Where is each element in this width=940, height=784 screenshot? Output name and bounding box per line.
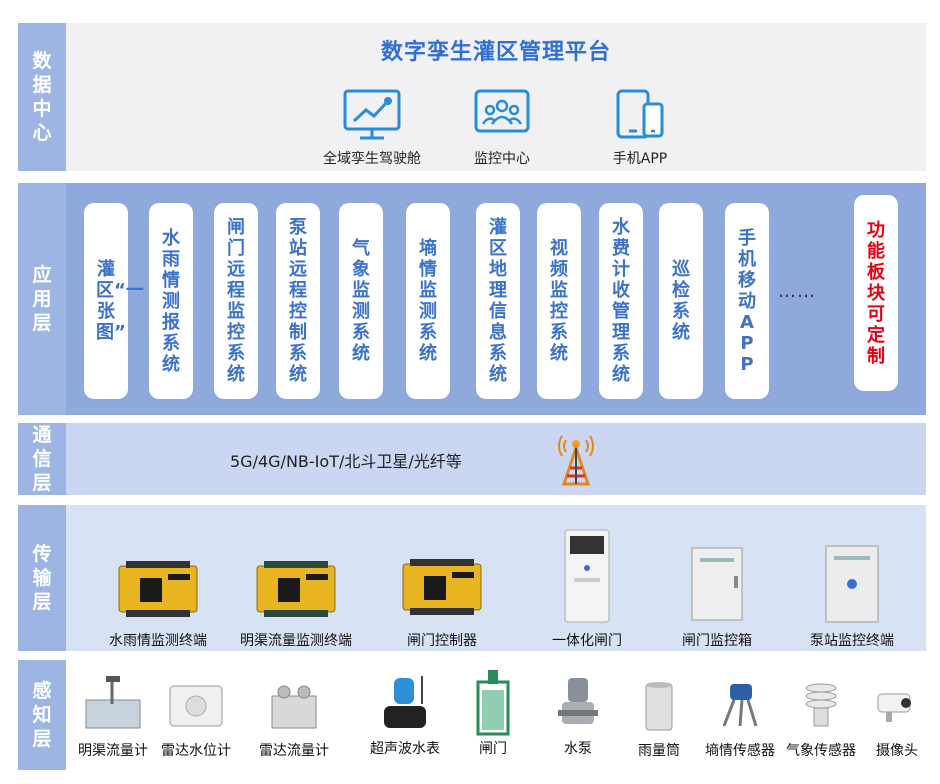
app-card-label: 闸门远程监控系统: [227, 217, 245, 385]
communication-panel: [66, 423, 926, 495]
app-card-label: 巡检系统: [672, 259, 690, 343]
device-gate-controller[interactable]: 闸门控制器: [402, 558, 482, 649]
terminal-unit-icon: [118, 561, 198, 617]
weather-sensor-icon: [805, 683, 837, 727]
sensor-label: 摄像头: [876, 743, 918, 759]
layer-label-text: 传输层: [32, 543, 52, 613]
sluice-gate-icon: [476, 670, 510, 736]
app-card-label: 水雨情测报系统: [162, 227, 180, 375]
monitor-chart-icon: [343, 89, 401, 140]
signal-tower-icon: [558, 435, 594, 486]
communication-text: 5G/4G/NB-IoT/北斗卫星/光纤等: [230, 452, 462, 471]
monitor-box-icon: [825, 545, 879, 623]
sensor-weather[interactable]: 气象传感器: [786, 682, 856, 759]
app-card-label: 水费计收管理系统: [612, 217, 630, 385]
dc-item-label: 监控中心: [474, 151, 530, 167]
app-card-label: 泵站远程控制系统: [289, 217, 307, 385]
device-channel-flow-terminal[interactable]: 明渠流量监测终端: [240, 560, 352, 649]
terminal-unit-icon: [256, 561, 336, 617]
app-card-video[interactable]: 视频监控系统: [537, 203, 581, 399]
layer-label-text: 数据中心: [32, 50, 52, 144]
sensor-label: 气象传感器: [786, 743, 856, 759]
transmission-panel: [66, 505, 926, 651]
device-label: 明渠流量监测终端: [240, 633, 352, 649]
layer-label-text: 通信层: [32, 424, 52, 494]
layer-label-text: 应用层: [32, 264, 52, 334]
water-pump-icon: [558, 678, 598, 724]
sensor-channel-flowmeter[interactable]: 明渠流量计: [78, 674, 148, 759]
app-ellipsis: ……: [778, 281, 816, 302]
dc-item-cockpit[interactable]: 全域孪生驾驶舱: [302, 88, 442, 168]
device-label: 闸门控制器: [407, 633, 477, 649]
sensor-gate[interactable]: 闸门: [476, 668, 510, 757]
app-card-label: 墒情监测系统: [419, 238, 437, 364]
layer-label-communication: 通信层: [18, 423, 66, 495]
device-gate-monitor-box[interactable]: 闸门监控箱: [682, 546, 752, 649]
app-card-irrigation-map[interactable]: 灌区“一张图”: [84, 203, 144, 399]
radar-level-meter-icon: [169, 685, 223, 727]
sensor-rain-gauge[interactable]: 雨量筒: [638, 680, 680, 759]
sensor-label: 雨量筒: [638, 743, 680, 759]
sensor-label: 超声波水表: [370, 741, 440, 757]
sensor-soil-moisture[interactable]: 墒情传感器: [705, 680, 775, 759]
dc-item-label: 全域孪生驾驶舱: [323, 151, 421, 167]
sensor-camera[interactable]: 摄像头: [874, 686, 920, 759]
sensor-radar-level[interactable]: 雷达水位计: [161, 684, 231, 759]
device-hydrology-terminal[interactable]: 水雨情监测终端: [109, 560, 207, 649]
radar-flowmeter-icon: [271, 685, 317, 729]
channel-flowmeter-icon: [85, 676, 141, 729]
sensor-radar-flowmeter[interactable]: 雷达流量计: [259, 682, 329, 759]
platform-title: 数字孪生灌区管理平台: [380, 40, 611, 65]
app-card-gate-monitor[interactable]: 闸门远程监控系统: [214, 203, 258, 399]
device-label: 一体化闸门: [552, 633, 622, 649]
people-monitor-icon: [474, 89, 530, 133]
app-card-label: 功能板块可定制: [867, 219, 885, 367]
sensor-label: 雷达水位计: [161, 743, 231, 759]
terminal-unit-icon: [402, 559, 482, 615]
data-center-panel: [66, 23, 926, 171]
sensor-label: 雷达流量计: [259, 743, 329, 759]
ultrasonic-meter-icon: [384, 676, 426, 728]
sensor-label: 水泵: [564, 741, 592, 757]
app-card-weather[interactable]: 气象监测系统: [339, 203, 383, 399]
layer-label-transmission: 传输层: [18, 505, 66, 651]
app-card-water-fee[interactable]: 水费计收管理系统: [599, 203, 643, 399]
rain-gauge-icon: [645, 682, 673, 731]
device-label: 闸门监控箱: [682, 633, 752, 649]
app-card-label: 气象监测系统: [352, 238, 370, 364]
mobile-tablet-icon: [616, 89, 664, 139]
layer-label-perception: 感知层: [18, 660, 66, 770]
sensor-water-pump[interactable]: 水泵: [556, 676, 600, 757]
soil-moisture-sensor-icon: [722, 684, 758, 727]
device-label: 水雨情监测终端: [109, 633, 207, 649]
integrated-gate-cabinet-icon: [564, 529, 610, 623]
dc-item-label: 手机APP: [612, 151, 668, 167]
app-card-pump-control[interactable]: 泵站远程控制系统: [276, 203, 320, 399]
device-pump-terminal[interactable]: 泵站监控终端: [810, 544, 894, 649]
monitor-box-icon: [691, 547, 743, 621]
device-integrated-gate[interactable]: 一体化闸门: [552, 528, 622, 649]
app-card-soil-moisture[interactable]: 墒情监测系统: [406, 203, 450, 399]
sensor-label: 闸门: [479, 741, 507, 757]
sensor-label: 墒情传感器: [705, 743, 775, 759]
device-label: 泵站监控终端: [810, 633, 894, 649]
dc-item-monitor-center[interactable]: 监控中心: [432, 88, 572, 168]
app-card-inspection[interactable]: 巡检系统: [659, 203, 703, 399]
app-card-label: 视频监控系统: [550, 238, 568, 364]
layer-label-text: 感知层: [32, 680, 52, 750]
layer-label-application: 应用层: [18, 183, 66, 415]
app-card-hydrology[interactable]: 水雨情测报系统: [149, 203, 193, 399]
camera-icon: [877, 693, 911, 722]
dc-item-mobile-app[interactable]: 手机APP: [570, 88, 710, 168]
app-card-customizable[interactable]: 功能板块可定制: [854, 195, 898, 391]
app-card-label: 手机移动APP: [738, 227, 756, 375]
layer-label-data-center: 数据中心: [18, 23, 66, 171]
app-card-gis[interactable]: 灌区地理信息系统: [476, 203, 520, 399]
app-card-mobile-app[interactable]: 手机移动APP: [725, 203, 769, 399]
app-card-label: 灌区地理信息系统: [489, 217, 507, 385]
sensor-label: 明渠流量计: [78, 743, 148, 759]
sensor-ultrasonic-water-meter[interactable]: 超声波水表: [370, 674, 440, 757]
app-card-label: 灌区“一张图”: [96, 259, 144, 343]
